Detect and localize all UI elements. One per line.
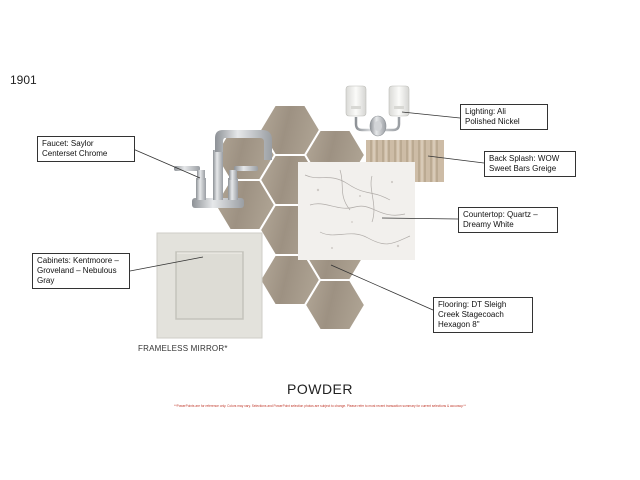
quartz-countertop-swatch [298, 162, 415, 260]
cabinet-door-swatch [156, 232, 263, 339]
disclaimer-text: **PowerPoints are for reference only. Co… [174, 404, 466, 408]
room-title: POWDER [287, 381, 353, 397]
cabinets-callout: Cabinets: Kentmoore – Groveland – Nebulo… [32, 253, 130, 289]
faucet-callout: Faucet: Saylor Centerset Chrome [37, 136, 135, 162]
lot-number: 1901 [10, 73, 37, 87]
light-fixture-image [345, 85, 410, 137]
callout-leader-lines [129, 111, 485, 311]
faucet-image [174, 130, 272, 208]
countertop-callout: Countertop: Quartz – Dreamy White [458, 207, 558, 233]
frameless-mirror-label: FRAMELESS MIRROR* [138, 344, 228, 353]
backsplash-callout: Back Splash: WOW Sweet Bars Greige [484, 151, 576, 177]
flooring-callout: Flooring: DT Sleigh Creek Stagecoach Hex… [433, 297, 533, 333]
hex-tile [303, 279, 367, 331]
lighting-callout: Lighting: Ali Polished Nickel [460, 104, 548, 130]
